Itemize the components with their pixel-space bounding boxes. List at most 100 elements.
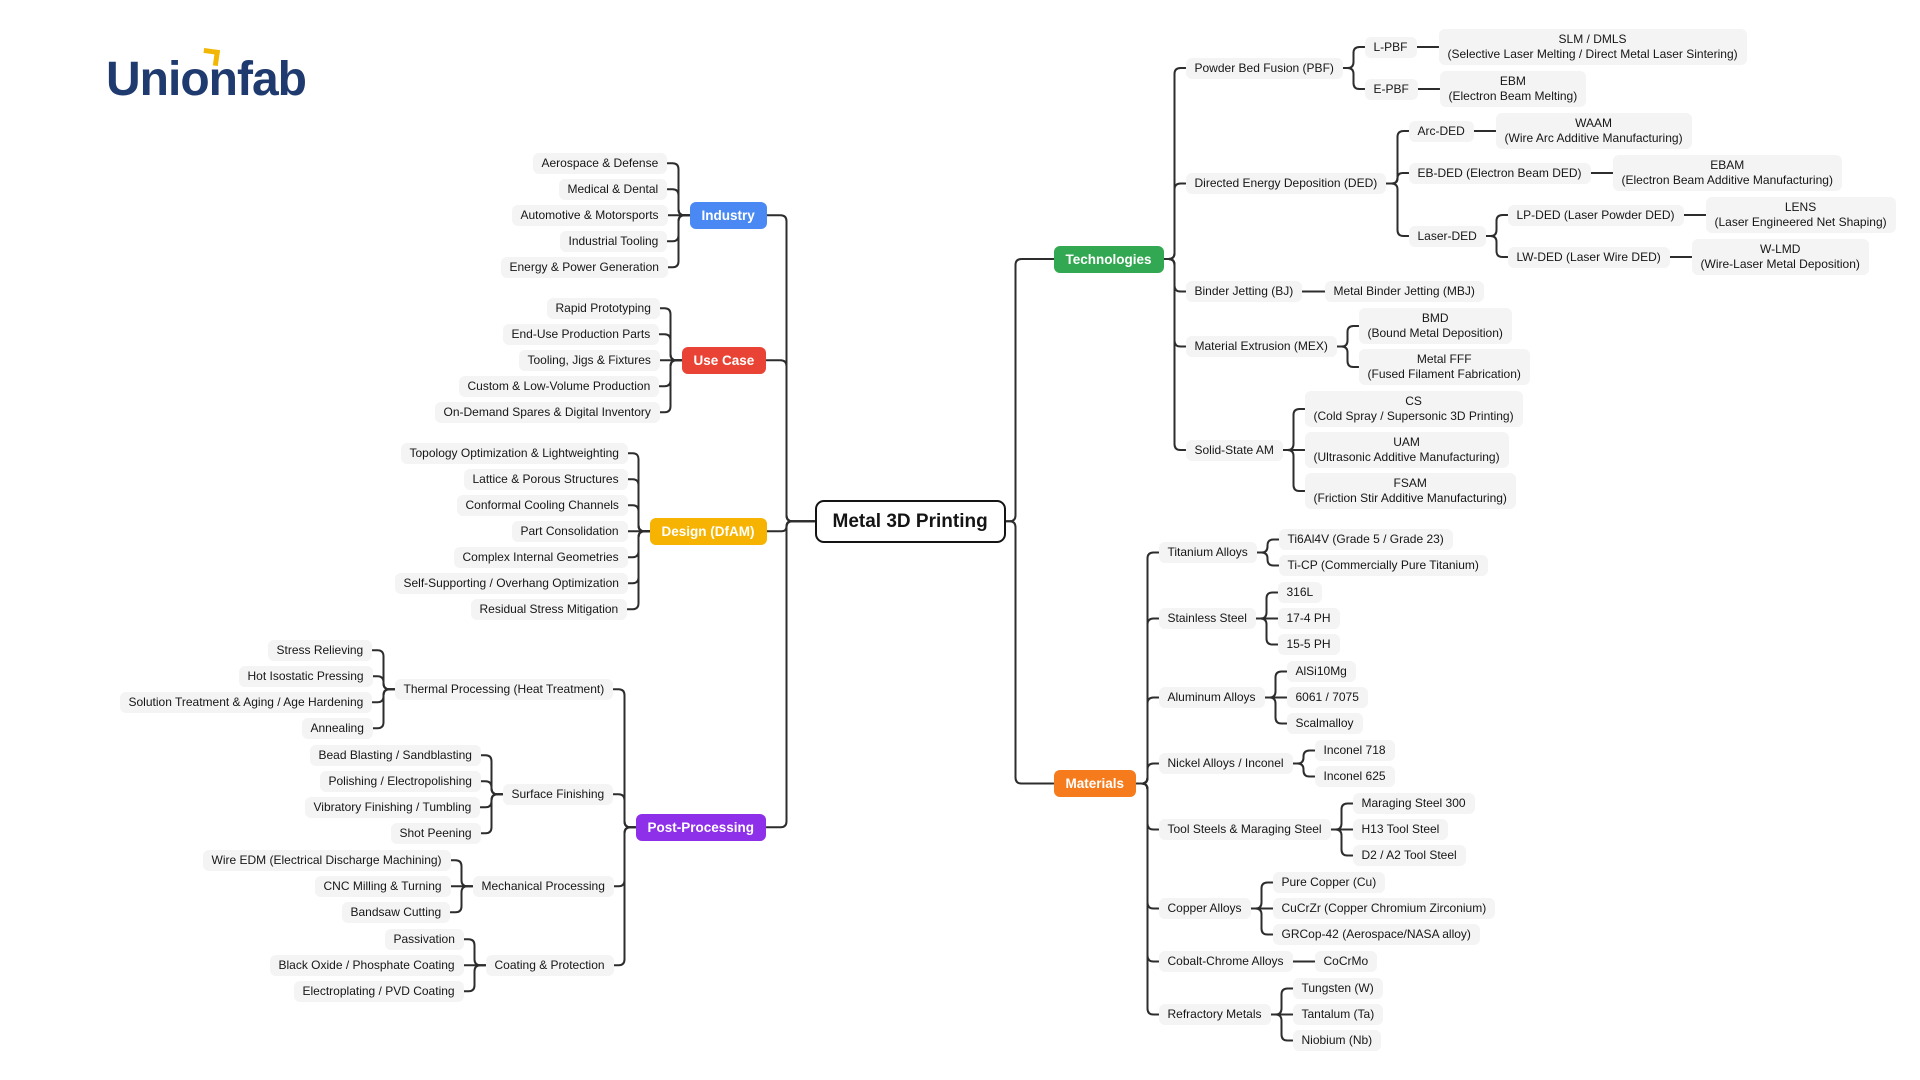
topic-node[interactable]: Residual Stress Mitigation xyxy=(470,598,628,620)
topic-node[interactable]: Passivation xyxy=(384,928,464,950)
topic-node[interactable]: Mechanical Processing xyxy=(472,875,614,897)
root-node[interactable]: Metal 3D Printing xyxy=(814,499,1006,543)
topic-node[interactable]: LW-DED (Laser Wire DED) xyxy=(1507,246,1670,268)
node-label: Ti6Al4V (Grade 5 / Grade 23) xyxy=(1287,532,1444,546)
topic-node[interactable]: Complex Internal Geometries xyxy=(453,546,628,568)
topic-node[interactable]: Solid-State AM xyxy=(1185,439,1283,461)
topic-node[interactable]: 15-5 PH xyxy=(1277,634,1340,655)
topic-node[interactable]: Tooling, Jigs & Fixtures xyxy=(518,349,660,371)
topic-node[interactable]: Laser-DED xyxy=(1408,225,1486,247)
topic-node[interactable]: Surface Finishing xyxy=(502,783,614,805)
topic-node[interactable]: Ti-CP (Commercially Pure Titanium) xyxy=(1278,555,1488,576)
branch-node-materials[interactable]: Materials xyxy=(1053,770,1137,797)
topic-node[interactable]: CoCrMo xyxy=(1314,951,1378,972)
topic-node[interactable]: Industrial Tooling xyxy=(559,230,668,252)
topic-node[interactable]: LENS(Laser Engineered Net Shaping) xyxy=(1705,197,1896,233)
topic-node[interactable]: Titanium Alloys xyxy=(1158,542,1257,563)
topic-node[interactable]: Automotive & Motorsports xyxy=(511,204,668,226)
topic-node[interactable]: Electroplating / PVD Coating xyxy=(293,980,464,1002)
topic-node[interactable]: 316L xyxy=(1277,582,1323,603)
topic-node[interactable]: Solution Treatment & Aging / Age Hardeni… xyxy=(119,691,373,713)
topic-node[interactable]: Stainless Steel xyxy=(1158,608,1256,629)
branch-node-technologies[interactable]: Technologies xyxy=(1053,245,1164,273)
topic-node[interactable]: UAM(Ultrasonic Additive Manufacturing) xyxy=(1304,432,1509,468)
topic-node[interactable]: Inconel 625 xyxy=(1314,766,1395,787)
branch-node-industry[interactable]: Industry xyxy=(689,201,767,229)
topic-node[interactable]: Coating & Protection xyxy=(485,954,614,976)
topic-node[interactable]: Copper Alloys xyxy=(1158,898,1251,919)
topic-node[interactable]: Inconel 718 xyxy=(1314,740,1395,761)
topic-node[interactable]: Part Consolidation xyxy=(511,520,628,542)
node-label: Tool Steels & Maraging Steel xyxy=(1167,822,1322,836)
topic-node[interactable]: WAAM(Wire Arc Additive Manufacturing) xyxy=(1495,113,1692,149)
topic-node[interactable]: Bandsaw Cutting xyxy=(341,901,451,923)
topic-node[interactable]: GRCop-42 (Aerospace/NASA alloy) xyxy=(1272,924,1480,945)
node-label: EB-DED (Electron Beam DED) xyxy=(1417,165,1582,180)
topic-node[interactable]: W-LMD(Wire-Laser Metal Deposition) xyxy=(1691,239,1869,275)
topic-node[interactable]: Maraging Steel 300 xyxy=(1352,793,1475,814)
topic-node[interactable]: Medical & Dental xyxy=(558,178,668,200)
topic-node[interactable]: Vibratory Finishing / Tumbling xyxy=(304,796,481,818)
topic-node[interactable]: Custom & Low-Volume Production xyxy=(458,375,660,397)
topic-node[interactable]: Shot Peening xyxy=(390,822,481,844)
topic-node[interactable]: Conformal Cooling Channels xyxy=(456,494,628,516)
node-sublabel: (Fused Filament Fabrication) xyxy=(1367,367,1521,381)
topic-node[interactable]: EBAM(Electron Beam Additive Manufacturin… xyxy=(1612,155,1842,191)
topic-node[interactable]: Cobalt-Chrome Alloys xyxy=(1158,951,1293,972)
topic-node[interactable]: Wire EDM (Electrical Discharge Machining… xyxy=(202,849,451,871)
topic-node[interactable]: SLM / DMLS(Selective Laser Melting / Dir… xyxy=(1438,29,1747,65)
topic-node[interactable]: Rapid Prototyping xyxy=(546,297,660,319)
connector-path xyxy=(765,520,816,533)
topic-node[interactable]: Ti6Al4V (Grade 5 / Grade 23) xyxy=(1278,529,1453,550)
topic-node[interactable]: Binder Jetting (BJ) xyxy=(1185,281,1303,302)
topic-node[interactable]: Energy & Power Generation xyxy=(500,256,668,278)
topic-node[interactable]: Refractory Metals xyxy=(1158,1004,1271,1025)
topic-node[interactable]: Tungsten (W) xyxy=(1292,978,1383,999)
topic-node[interactable]: BMD(Bound Metal Deposition) xyxy=(1358,308,1512,344)
topic-node[interactable]: Metal FFF(Fused Filament Fabrication) xyxy=(1358,349,1530,385)
branch-node-use-case[interactable]: Use Case xyxy=(681,346,767,374)
topic-node[interactable]: Tantalum (Ta) xyxy=(1292,1004,1384,1025)
topic-node[interactable]: LP-DED (Laser Powder DED) xyxy=(1507,204,1684,226)
topic-node[interactable]: 17-4 PH xyxy=(1277,608,1340,629)
topic-node[interactable]: Aluminum Alloys xyxy=(1158,687,1265,708)
topic-node[interactable]: Metal Binder Jetting (MBJ) xyxy=(1324,281,1484,302)
topic-node[interactable]: Tool Steels & Maraging Steel xyxy=(1158,819,1331,840)
topic-node[interactable]: EB-DED (Electron Beam DED) xyxy=(1408,162,1591,184)
topic-node[interactable]: CS(Cold Spray / Supersonic 3D Printing) xyxy=(1304,391,1523,427)
topic-node[interactable]: H13 Tool Steel xyxy=(1352,819,1449,840)
topic-node[interactable]: End-Use Production Parts xyxy=(502,323,660,345)
topic-node[interactable]: Polishing / Electropolishing xyxy=(319,770,481,792)
topic-node[interactable]: Self-Supporting / Overhang Optimization xyxy=(394,572,628,594)
topic-node[interactable]: Bead Blasting / Sandblasting xyxy=(309,744,481,766)
topic-node[interactable]: Thermal Processing (Heat Treatment) xyxy=(394,678,614,700)
topic-node[interactable]: Stress Relieving xyxy=(267,639,373,661)
topic-node[interactable]: Scalmalloy xyxy=(1286,713,1363,734)
topic-node[interactable]: Directed Energy Deposition (DED) xyxy=(1185,173,1387,194)
topic-node[interactable]: AlSi10Mg xyxy=(1286,661,1356,682)
node-label: Solution Treatment & Aging / Age Hardeni… xyxy=(128,694,364,709)
branch-node-post-processing[interactable]: Post-Processing xyxy=(635,813,767,841)
topic-node[interactable]: FSAM(Friction Stir Additive Manufacturin… xyxy=(1304,473,1516,509)
topic-node[interactable]: 6061 / 7075 xyxy=(1286,687,1368,708)
topic-node[interactable]: EBM(Electron Beam Melting) xyxy=(1439,71,1587,107)
topic-node[interactable]: Hot Isostatic Pressing xyxy=(238,665,373,687)
topic-node[interactable]: CuCrZr (Copper Chromium Zirconium) xyxy=(1272,898,1496,919)
topic-node[interactable]: Nickel Alloys / Inconel xyxy=(1158,753,1293,774)
topic-node[interactable]: Arc-DED xyxy=(1408,120,1474,142)
topic-node[interactable]: D2 / A2 Tool Steel xyxy=(1352,845,1466,866)
topic-node[interactable]: Annealing xyxy=(301,717,373,739)
topic-node[interactable]: L-PBF xyxy=(1364,36,1417,58)
topic-node[interactable]: Niobium (Nb) xyxy=(1292,1030,1382,1051)
topic-node[interactable]: Material Extrusion (MEX) xyxy=(1185,336,1337,357)
topic-node[interactable]: Lattice & Porous Structures xyxy=(463,468,628,490)
topic-node[interactable]: Topology Optimization & Lightweighting xyxy=(400,442,628,464)
topic-node[interactable]: Powder Bed Fusion (PBF) xyxy=(1185,57,1343,79)
topic-node[interactable]: E-PBF xyxy=(1364,78,1418,100)
topic-node[interactable]: CNC Milling & Turning xyxy=(314,875,451,897)
topic-node[interactable]: Pure Copper (Cu) xyxy=(1272,872,1386,893)
branch-node-design-dfam[interactable]: Design (DfAM) xyxy=(649,517,767,545)
topic-node[interactable]: Black Oxide / Phosphate Coating xyxy=(269,954,464,976)
topic-node[interactable]: On-Demand Spares & Digital Inventory xyxy=(434,401,660,423)
topic-node[interactable]: Aerospace & Defense xyxy=(532,152,668,174)
